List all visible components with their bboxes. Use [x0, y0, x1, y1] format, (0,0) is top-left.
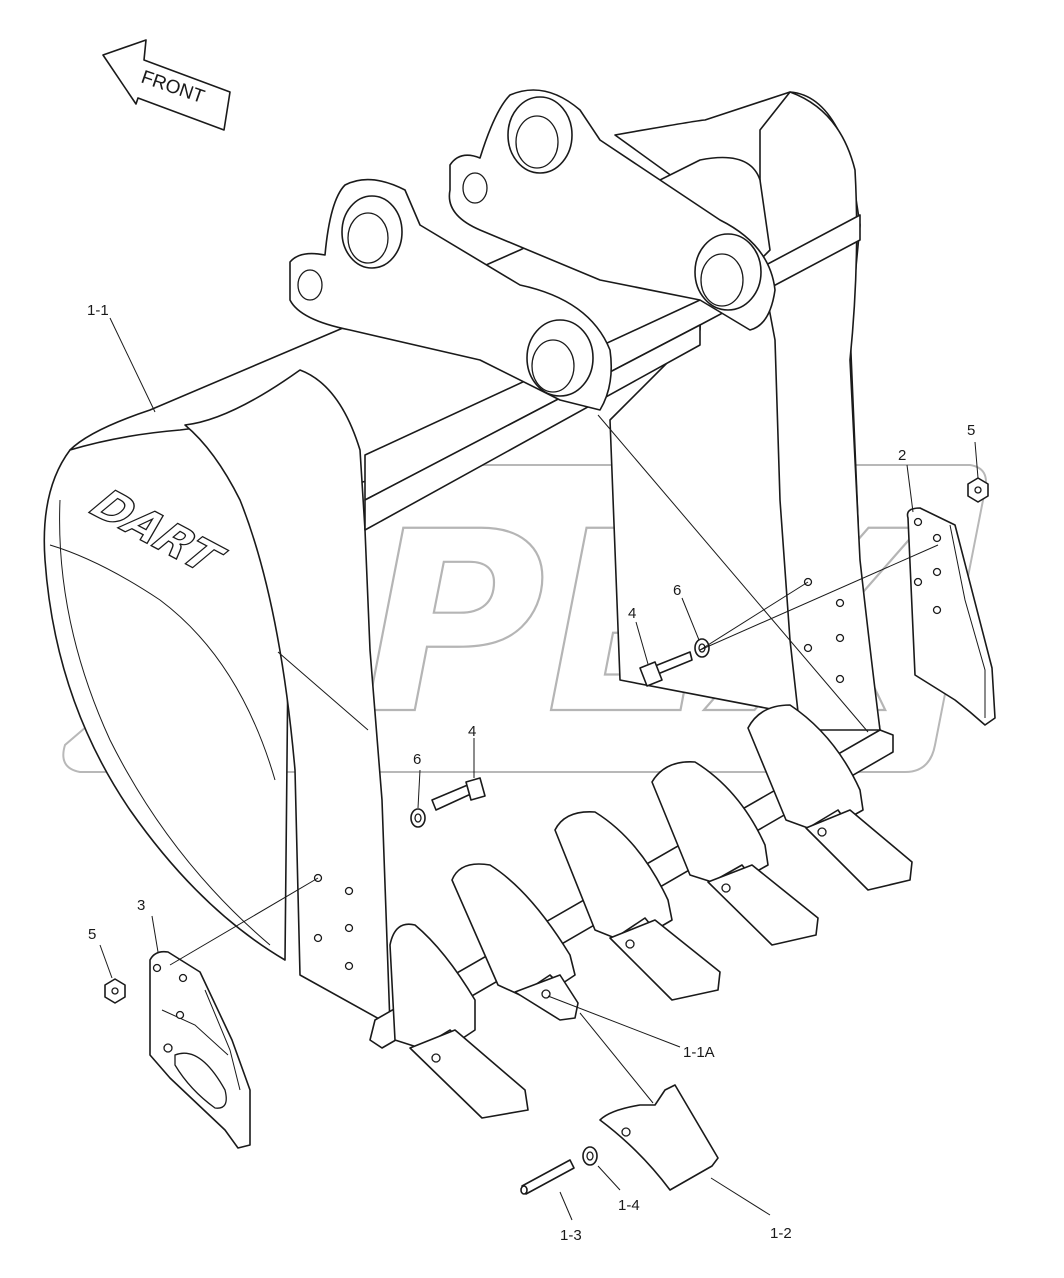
front-direction-arrow: FRONT: [102, 39, 231, 131]
callout-1-3: 1-3: [560, 1227, 582, 1244]
boss-4: [694, 233, 762, 311]
side-cutter-2: [906, 507, 996, 726]
shell-edge-line: [59, 499, 271, 946]
bolt-4-lower: [431, 777, 486, 811]
callout-5-left: 5: [88, 926, 96, 943]
callout-1-1: 1-1: [87, 302, 109, 319]
boss-2: [507, 96, 573, 174]
callout-1-4: 1-4: [618, 1197, 640, 1214]
nut-5-right: [967, 477, 989, 503]
callout-6-upper: 6: [673, 582, 681, 599]
nut-5-left: [104, 978, 126, 1004]
boss-1: [341, 195, 403, 269]
left-side-plate: [184, 369, 391, 1026]
tooth-2: [451, 863, 579, 1021]
lock-washer-1-4: [582, 1146, 598, 1166]
shell-inner-line: [49, 544, 276, 781]
washer-6-upper: [694, 638, 710, 658]
teeth-row: [389, 704, 913, 1119]
bucket-shell: [43, 427, 291, 961]
left-ear-hole: [297, 269, 323, 301]
callout-3: 3: [137, 897, 145, 914]
front-arrow-shape: [102, 39, 231, 131]
leader-lines: [99, 317, 979, 1221]
callout-1-2: 1-2: [770, 1225, 792, 1242]
right-ear-hole: [462, 172, 488, 204]
tooth-tip-1-2: [599, 1084, 719, 1191]
callout-5-right: 5: [967, 422, 975, 439]
tooth-4: [651, 761, 819, 946]
tooth-5: [747, 704, 913, 891]
callouts: 1-1 2 5 6 4 4 6 3 5 1-1A 1-4 1-3 1-2: [87, 302, 975, 1244]
callout-4-lower: 4: [468, 723, 476, 740]
bolt-4-upper: [639, 651, 693, 687]
tooth-1: [389, 923, 529, 1119]
callout-1-1A: 1-1A: [683, 1044, 715, 1061]
mounting-ears: [289, 89, 776, 411]
washer-6-lower: [410, 808, 426, 828]
pin-1-3: [520, 1159, 575, 1195]
boss-3: [526, 319, 594, 397]
callout-6-lower: 6: [413, 751, 421, 768]
tooth-3: [554, 811, 721, 1001]
callout-4-upper: 4: [628, 605, 636, 622]
callout-2: 2: [898, 447, 906, 464]
side-cutter-3: [149, 950, 251, 1149]
